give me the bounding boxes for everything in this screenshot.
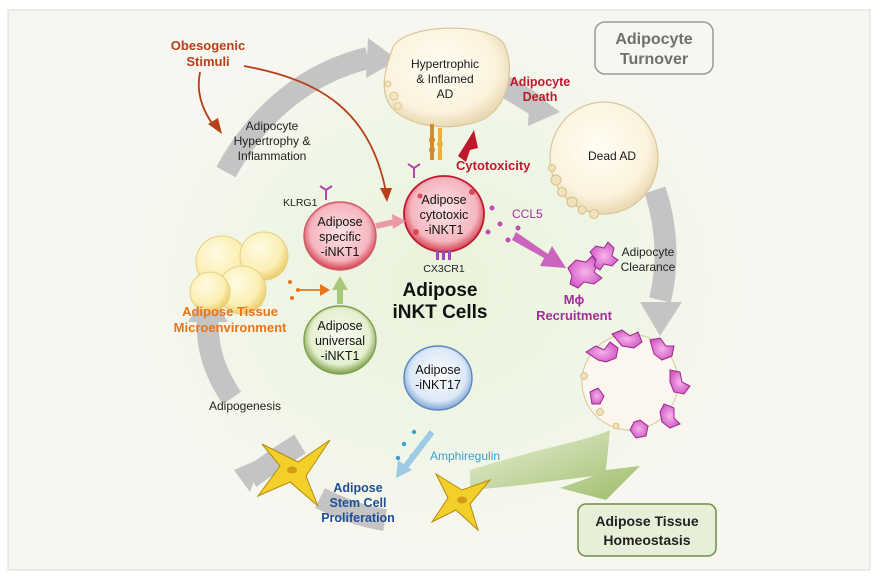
klrg1-receptor: [319, 185, 333, 200]
stem-line1: Adipose: [333, 481, 382, 495]
obesogenic-arrow-to-hypertrophy: [197, 71, 215, 127]
cycle-arrowheads: [188, 38, 682, 492]
hypertrophy-line1: Adipocyte: [246, 119, 299, 133]
inkt17-cell: [403, 345, 473, 411]
universal-arrowhead: [332, 276, 348, 290]
death-line2: Death: [523, 90, 558, 104]
cytotoxicity-label: Cytotoxicity: [456, 158, 531, 173]
specific-inkt1-cell: [303, 201, 377, 271]
homeostasis-line2: Homeostasis: [603, 532, 690, 548]
homeostasis-line1: Adipose Tissue: [595, 513, 698, 529]
center-line2: iNKT Cells: [392, 302, 487, 323]
cytotoxic-line1: Adipose: [421, 193, 466, 207]
universal-line2: universal: [315, 334, 365, 348]
microenv-dots: [288, 280, 300, 300]
crown-structure: [580, 329, 691, 439]
adipose-fat-cells: [189, 231, 289, 315]
dead-ad-label: Dead AD: [588, 149, 636, 163]
arrowhead-bottom-left: [234, 458, 262, 492]
microenv-line1: Adipose Tissue: [182, 304, 278, 319]
macrophage-line1: Mϕ: [564, 292, 585, 307]
ad-receptors: [429, 124, 443, 160]
specific-to-cytotoxic-arrow: [375, 219, 395, 229]
cycle-arc-bottom: [315, 488, 387, 531]
microenv-line2: Microenvironment: [174, 320, 287, 335]
title-line1: Adipocyte: [615, 31, 692, 48]
center-line1: Adipose: [403, 280, 478, 301]
hypertrophy-line3: Inflammation: [238, 149, 307, 163]
clearance-line2: Clearance: [621, 260, 676, 274]
death-line1: Adipocyte: [510, 75, 570, 89]
stem-cells: [256, 439, 492, 532]
hypertrophic-ad-line1: Hypertrophic: [411, 57, 479, 71]
universal-line3: -iNKT1: [321, 349, 360, 363]
macrophage-arrow: [512, 232, 566, 268]
ccl5-dots: [485, 205, 521, 243]
obesogenic-arrowhead-2: [380, 188, 392, 202]
dead-ad-cell: [548, 101, 659, 219]
adipogenesis-label: Adipogenesis: [209, 399, 281, 413]
clearance-line1: Adipocyte: [622, 245, 675, 259]
cx3cr1-label: CX3CR1: [423, 263, 465, 275]
obesogenic-line2: Stimuli: [186, 54, 229, 69]
specific-line1: Adipose: [317, 215, 362, 229]
cytotoxic-line2: cytotoxic: [420, 208, 469, 222]
inkt17-line1: Adipose: [415, 363, 460, 377]
amphiregulin-arrowhead: [396, 460, 412, 478]
stem-line3: Proliferation: [321, 511, 395, 525]
obesogenic-arrow-to-cytotoxic: [243, 65, 387, 193]
cytotoxic-inkt1-cell: [403, 163, 485, 260]
title-line2: Turnover: [620, 51, 688, 68]
obesogenic-line1: Obesogenic: [171, 38, 245, 53]
klrg1-label: KLRG1: [283, 197, 318, 209]
specific-line3: -iNKT1: [321, 245, 360, 259]
stem-line2: Stem Cell: [330, 496, 387, 510]
ccl5-label: CCL5: [512, 207, 543, 221]
hypertrophy-line2: Hypertrophy &: [234, 134, 311, 148]
cycle-arc-top-left: [216, 47, 371, 178]
specific-line2: specific: [319, 230, 361, 244]
hypertrophic-ad-line2: & Inflamed: [416, 72, 473, 86]
macrophage-line2: Recruitment: [536, 308, 613, 323]
arrowhead-death: [528, 90, 560, 126]
universal-line1: Adipose: [317, 319, 362, 333]
cycle-arc-left: [196, 317, 242, 405]
cytotoxic-line3: -iNKT1: [425, 223, 464, 237]
amphiregulin-arrow: [403, 430, 435, 468]
inkt17-line2: -iNKT17: [415, 378, 461, 392]
hypertrophic-ad-line3: AD: [437, 87, 454, 101]
cycle-arc-right: [644, 186, 677, 303]
amphiregulin-label: Amphiregulin: [430, 449, 500, 463]
microenv-arrowhead: [320, 284, 330, 296]
homeostasis-arrow: [470, 430, 640, 500]
obesogenic-arrowhead-1: [208, 118, 222, 134]
universal-inkt1-cell: [303, 305, 377, 375]
title-box: [594, 21, 714, 75]
specific-arrowhead: [392, 214, 406, 229]
macrophages: [567, 241, 619, 289]
hypertrophic-ad-cell: [383, 27, 511, 128]
cytotoxicity-arrow: [458, 130, 478, 162]
homeostasis-box: [577, 503, 717, 557]
arrowhead-top: [366, 38, 398, 78]
arrowhead-right: [640, 302, 682, 336]
